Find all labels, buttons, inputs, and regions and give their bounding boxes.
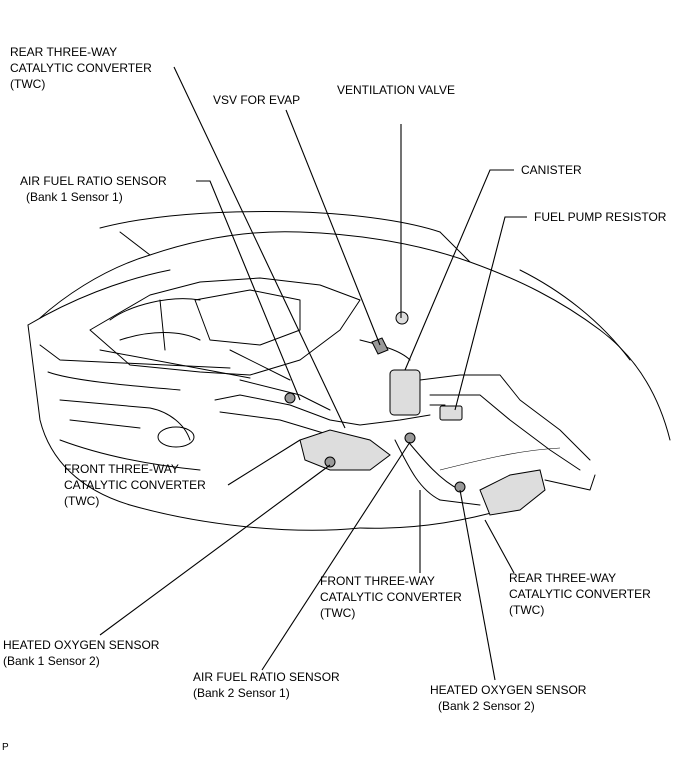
leader-lines — [99, 66, 527, 681]
vehicle-body — [27, 211, 671, 531]
label-rear-twc-top: REAR THREE-WAY CATALYTIC CONVERTER (TWC) — [10, 45, 152, 91]
sensors — [284, 392, 466, 493]
label-front-twc-bottom: FRONT THREE-WAY CATALYTIC CONVERTER (TWC… — [320, 574, 462, 620]
label-ho2-bank2: HEATED OXYGEN SENSOR (Bank 2 Sensor 2) — [430, 683, 587, 713]
label-ho2-bank1: HEATED OXYGEN SENSOR (Bank 1 Sensor 2) — [3, 638, 160, 668]
label-vsv-evap: VSV FOR EVAP — [213, 93, 301, 107]
label-ventilation-valve: VENTILATION VALVE — [337, 83, 456, 97]
engine-block — [89, 277, 361, 411]
label-canister: CANISTER — [521, 163, 582, 177]
label-af-sensor-bank2: AIR FUEL RATIO SENSOR (Bank 2 Sensor 1) — [193, 670, 340, 700]
exhaust-system — [214, 374, 596, 516]
label-front-twc-left: FRONT THREE-WAY CATALYTIC CONVERTER (TWC… — [64, 462, 206, 508]
label-fuel-pump-resistor: FUEL PUMP RESISTOR — [534, 210, 667, 224]
figure-id: P — [2, 742, 9, 753]
evap-components — [359, 311, 463, 421]
label-rear-twc-right: REAR THREE-WAY CATALYTIC CONVERTER (TWC) — [509, 571, 651, 617]
label-af-sensor-bank1: AIR FUEL RATIO SENSOR (Bank 1 Sensor 1) — [20, 174, 167, 204]
